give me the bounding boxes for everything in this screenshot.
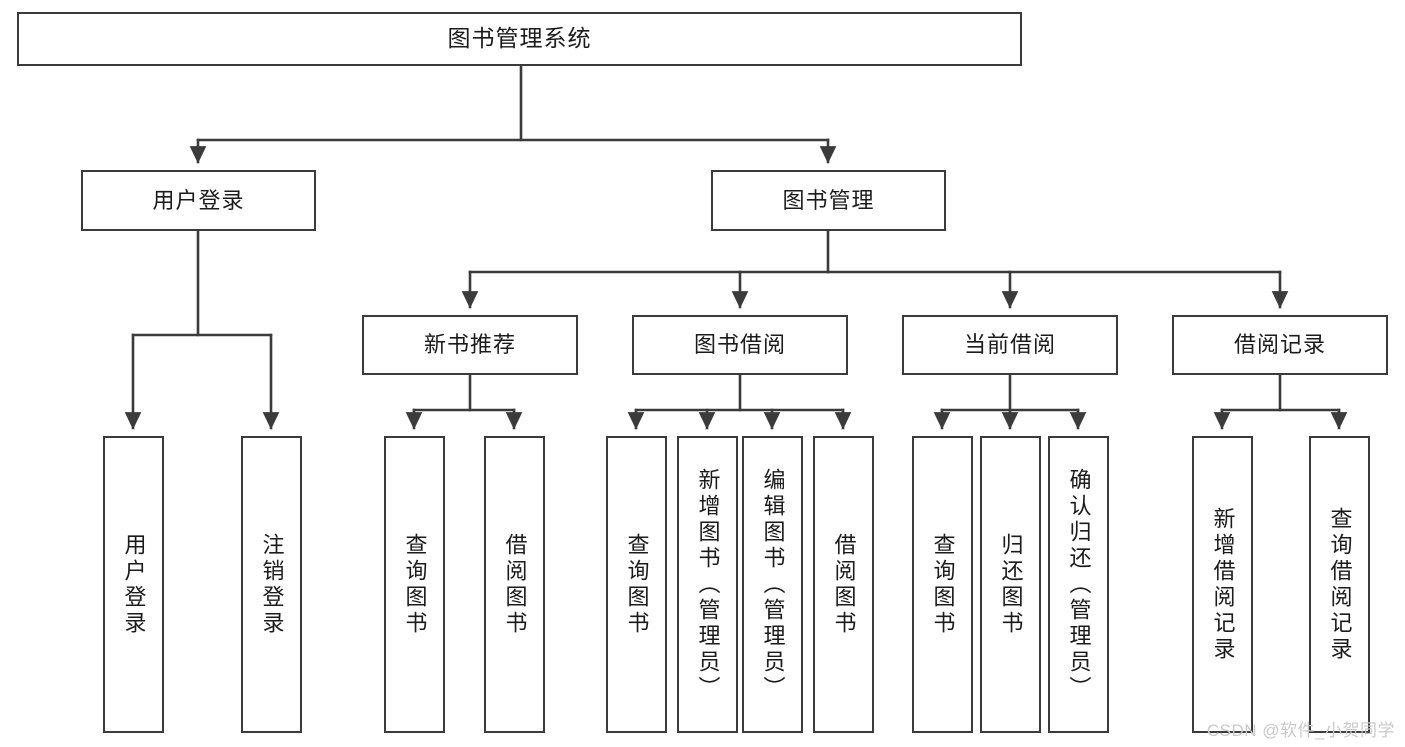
node-leaf-query-book-3[interactable]: 查询图书 <box>912 436 973 733</box>
node-current-borrow-label: 当前借阅 <box>963 332 1056 358</box>
node-leaf-query-book-1-label: 查询图书 <box>402 532 428 637</box>
node-leaf-logout-login[interactable]: 注销登录 <box>241 436 302 733</box>
node-leaf-borrow-book-2-label: 借阅图书 <box>831 532 857 637</box>
node-leaf-confirm-return[interactable]: 确认归还（管理员） <box>1048 436 1109 733</box>
node-leaf-return-book[interactable]: 归还图书 <box>980 436 1041 733</box>
node-leaf-add-book-label: 新增图书（管理员） <box>695 467 721 702</box>
node-root-label: 图书管理系统 <box>447 25 592 52</box>
node-leaf-borrow-book-2[interactable]: 借阅图书 <box>813 436 874 733</box>
node-leaf-return-book-label: 归还图书 <box>998 532 1024 637</box>
node-borrow-record[interactable]: 借阅记录 <box>1172 315 1388 375</box>
node-leaf-add-book[interactable]: 新增图书（管理员） <box>677 436 738 733</box>
node-borrow-record-label: 借阅记录 <box>1233 332 1326 358</box>
node-root[interactable]: 图书管理系统 <box>17 12 1022 66</box>
node-leaf-borrow-book-1[interactable]: 借阅图书 <box>484 436 545 733</box>
node-book-manage[interactable]: 图书管理 <box>711 170 946 231</box>
watermark-text: CSDN @软件_小贺同学 <box>1206 721 1395 740</box>
node-new-book-rec[interactable]: 新书推荐 <box>362 315 578 375</box>
node-leaf-edit-book-label: 编辑图书（管理员） <box>760 467 786 702</box>
node-leaf-borrow-book-1-label: 借阅图书 <box>502 532 528 637</box>
node-user-login[interactable]: 用户登录 <box>81 170 316 231</box>
node-current-borrow[interactable]: 当前借阅 <box>902 315 1118 375</box>
node-book-borrow-label: 图书借阅 <box>693 332 786 358</box>
node-user-login-label: 用户登录 <box>152 187 245 213</box>
node-leaf-user-login-label: 用户登录 <box>121 532 147 637</box>
node-book-manage-label: 图书管理 <box>782 187 875 213</box>
node-leaf-query-book-3-label: 查询图书 <box>930 532 956 637</box>
node-leaf-add-record-label: 新增借阅记录 <box>1210 506 1236 663</box>
node-leaf-query-book-1[interactable]: 查询图书 <box>384 436 445 733</box>
node-leaf-query-record-label: 查询借阅记录 <box>1327 506 1353 663</box>
node-leaf-logout-login-label: 注销登录 <box>259 532 285 637</box>
node-leaf-query-book-2[interactable]: 查询图书 <box>606 436 667 733</box>
node-leaf-add-record[interactable]: 新增借阅记录 <box>1192 436 1253 733</box>
node-new-book-rec-label: 新书推荐 <box>423 332 516 358</box>
node-book-borrow[interactable]: 图书借阅 <box>632 315 848 375</box>
node-leaf-confirm-return-label: 确认归还（管理员） <box>1066 467 1092 702</box>
node-leaf-user-login[interactable]: 用户登录 <box>103 436 164 733</box>
node-leaf-query-record[interactable]: 查询借阅记录 <box>1309 436 1370 733</box>
node-leaf-edit-book[interactable]: 编辑图书（管理员） <box>742 436 803 733</box>
node-leaf-query-book-2-label: 查询图书 <box>624 532 650 637</box>
